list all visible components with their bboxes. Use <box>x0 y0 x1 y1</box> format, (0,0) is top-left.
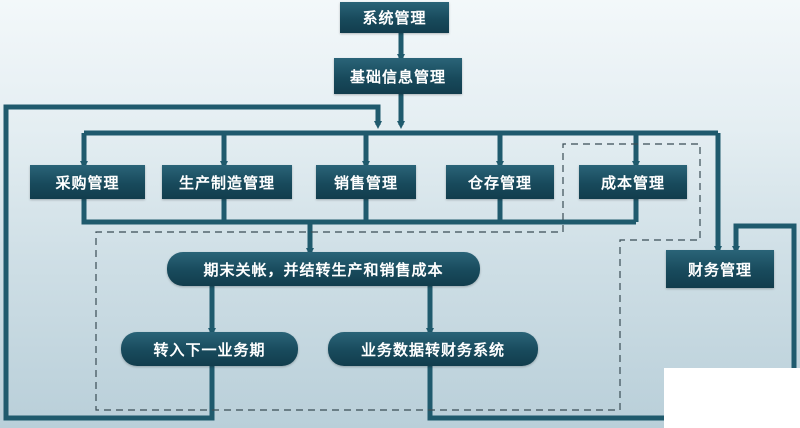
dashed-cost-region <box>95 143 701 411</box>
transfer-to-finance-node: 业务数据转财务系统 <box>328 332 538 366</box>
finance-management-node: 财务管理 <box>666 250 774 288</box>
purchase-management-node: 采购管理 <box>30 165 145 199</box>
period-end-close-node: 期末关帐，并结转生产和销售成本 <box>167 252 480 286</box>
next-business-period-node: 转入下一业务期 <box>121 332 298 366</box>
cost-management-node: 成本管理 <box>579 165 687 199</box>
edge-collect-bar <box>81 199 636 225</box>
system-management-node: 系统管理 <box>340 2 449 33</box>
production-management-node: 生产制造管理 <box>162 165 292 199</box>
warehouse-management-node: 仓存管理 <box>446 165 554 199</box>
edge-loop-back <box>3 104 382 421</box>
sales-management-node: 销售管理 <box>316 165 416 199</box>
basic-info-management-node: 基础信息管理 <box>334 58 462 94</box>
blank-corner <box>664 368 800 428</box>
edge-transfer-finance <box>427 223 797 421</box>
